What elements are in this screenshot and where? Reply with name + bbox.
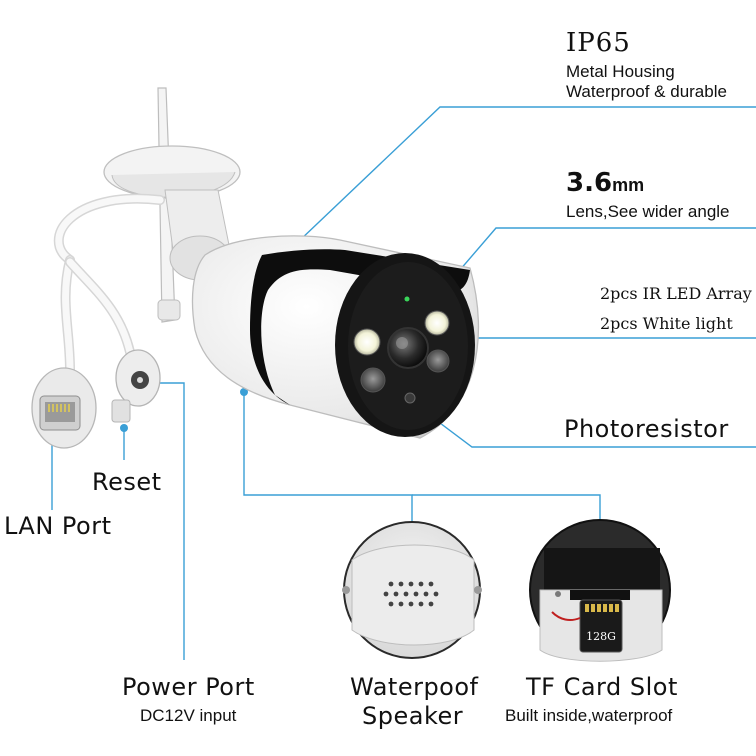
leader-power (150, 382, 185, 660)
housing-line-2: Waterproof & durable (566, 82, 727, 101)
camera-body-illustration (191, 235, 480, 439)
speaker-label-line-2: Speaker (362, 702, 464, 730)
tf-card-description: Built inside,waterproof (505, 706, 673, 725)
photoresistor-label: Photoresistor (564, 415, 729, 443)
tf-card-icon: 128G (529, 519, 671, 662)
lens-unit: mm (612, 175, 645, 195)
sd-card-label: 128G (586, 630, 616, 643)
power-description: DC12V input (140, 706, 237, 725)
lens-spec: 3.6mm (566, 168, 644, 198)
lan-port-label: LAN Port (4, 512, 112, 540)
power-port-label: Power Port (122, 673, 255, 701)
leader-tf (412, 494, 601, 522)
lens-value: 3.6 (566, 168, 613, 198)
leader-speaker (243, 392, 413, 522)
ip-rating-label: IP65 (566, 28, 631, 58)
reset-label: Reset (92, 468, 162, 496)
tf-card-label: TF Card Slot (526, 673, 678, 701)
lens-description: Lens,See wider angle (566, 202, 730, 221)
speaker-label-line-1: Waterpoof (350, 673, 479, 701)
white-light-label: 2pcs White light (600, 314, 733, 333)
housing-line-1: Metal Housing (566, 62, 675, 81)
cables (53, 193, 165, 375)
ir-led-label: 2pcs IR LED Array (600, 284, 752, 303)
leader-ip65 (297, 106, 756, 243)
speaker-grille-icon (342, 521, 482, 659)
dc-jack-icon (111, 349, 161, 423)
sd-card: 128G (579, 599, 623, 653)
rj45-port-icon (31, 367, 97, 449)
